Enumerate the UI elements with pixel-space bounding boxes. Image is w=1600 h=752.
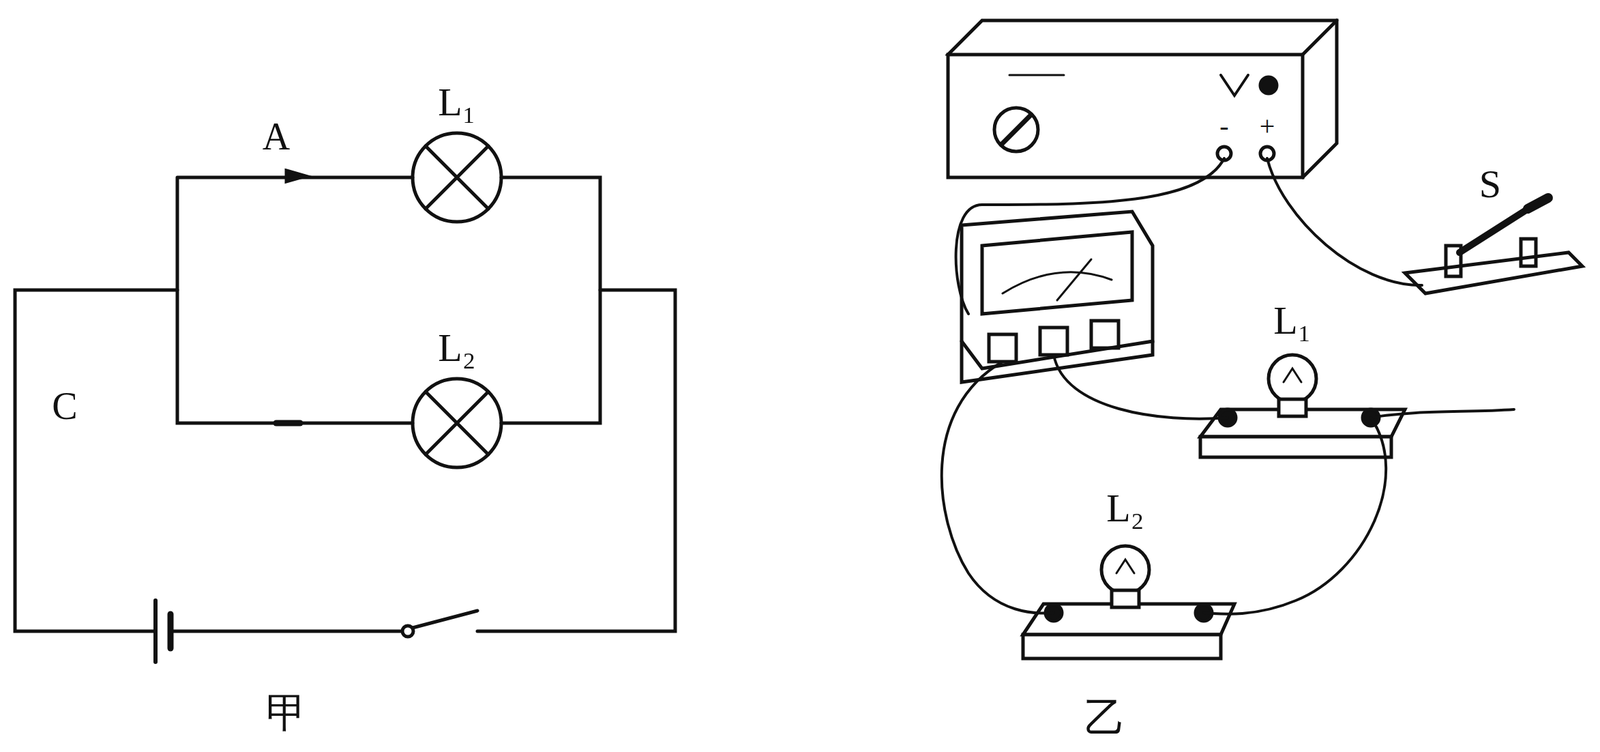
point-label: C [51, 386, 78, 425]
terminal-sign: - [1219, 112, 1229, 140]
connection-wires [941, 158, 1515, 614]
point-label: A [262, 117, 290, 156]
schematic-wires [15, 177, 676, 631]
knife-switch [1404, 197, 1583, 294]
lamp-holder [1023, 545, 1235, 659]
current-arrow [286, 170, 306, 182]
power-supply [947, 20, 1337, 178]
switch-symbol [402, 610, 478, 637]
lamp-label: L₂ [437, 328, 477, 368]
terminal-sign: + [1259, 112, 1276, 140]
ammeter [961, 211, 1153, 382]
battery-symbol [155, 600, 171, 662]
figure-label: 甲 [265, 692, 307, 734]
lamp-label: L₁ [437, 82, 477, 123]
lamp-holder [1200, 354, 1405, 457]
lamp-label: L₁ [1273, 300, 1312, 341]
figure-label: 乙 [1084, 697, 1126, 738]
lamp-label: L₂ [1106, 488, 1145, 528]
switch-label: S [1479, 164, 1502, 204]
junction-dot [276, 420, 301, 427]
lamp-symbol [412, 132, 502, 468]
